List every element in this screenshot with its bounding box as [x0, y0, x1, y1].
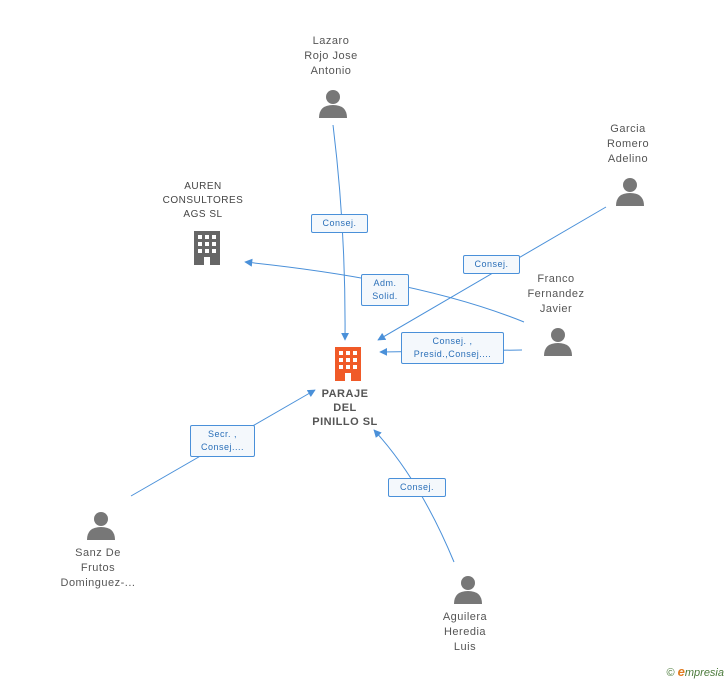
building-icon[interactable] — [333, 347, 363, 381]
edge-label-lazaro[interactable]: Consej. — [311, 214, 368, 233]
edge-label-sanz[interactable]: Secr. , Consej.... — [190, 425, 255, 457]
main-company-label[interactable]: PARAJE DEL PINILLO SL — [312, 388, 378, 428]
edge-label-franco[interactable]: Consej. , Presid.,Consej.... — [401, 332, 504, 364]
edge-label-auren[interactable]: Adm. Solid. — [361, 274, 409, 306]
brand-e: e — [677, 664, 685, 679]
node-label-franco[interactable]: Franco Fernandez Javier — [527, 273, 585, 315]
empresia-watermark: © empresia — [666, 664, 724, 679]
person-icon[interactable] — [453, 574, 483, 604]
building-icon[interactable] — [192, 231, 222, 265]
person-icon[interactable] — [86, 510, 116, 540]
node-label-sanz[interactable]: Sanz De Frutos Dominguez-... — [60, 547, 136, 589]
node-label-auren[interactable]: AUREN CONSULTORES AGS SL — [162, 181, 244, 220]
node-label-garcia[interactable]: Garcia Romero Adelino — [606, 123, 650, 165]
copyright-symbol: © — [666, 667, 675, 679]
person-icon[interactable] — [615, 176, 645, 206]
person-icon[interactable] — [318, 88, 348, 118]
brand-name: mpresia — [684, 667, 724, 679]
edge-label-aguilera[interactable]: Consej. — [388, 478, 446, 497]
edge-label-garcia[interactable]: Consej. — [463, 255, 520, 274]
person-icon[interactable] — [543, 326, 573, 356]
node-label-aguilera[interactable]: Aguilera Heredia Luis — [442, 611, 488, 653]
node-label-lazaro[interactable]: Lazaro Rojo Jose Antonio — [304, 35, 358, 77]
